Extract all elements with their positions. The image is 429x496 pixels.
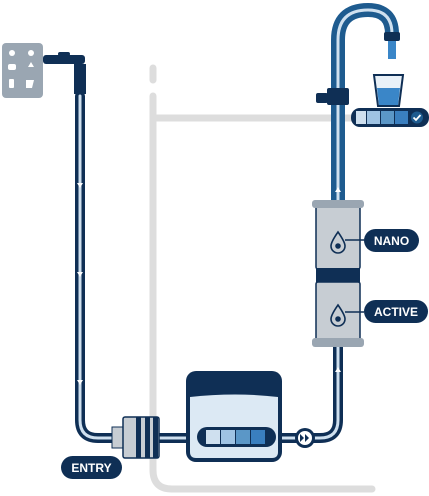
tank-level-indicator <box>197 427 276 447</box>
source-panel-glyphs <box>8 50 34 88</box>
active-filter <box>315 281 361 346</box>
active-label: ACTIVE <box>364 300 428 323</box>
nano-label-text: NANO <box>374 234 409 248</box>
check-icon <box>411 111 423 124</box>
flow-arrows <box>77 183 341 385</box>
water-source-panel <box>2 43 43 98</box>
faucet-icon <box>43 52 86 94</box>
background-pipes <box>149 64 376 493</box>
drop-icon <box>330 303 346 327</box>
main-pipes <box>75 3 399 443</box>
filter-divider <box>316 268 360 283</box>
source-panel-icon <box>2 43 43 98</box>
flow-arrow-icon <box>335 187 341 192</box>
flow-arrow-icon <box>77 183 83 188</box>
active-label-text: ACTIVE <box>374 305 418 319</box>
valve-icon <box>316 88 349 105</box>
filter-cartridge <box>312 200 364 347</box>
gray-pipe-main <box>149 92 376 493</box>
filter-tank <box>186 371 282 462</box>
flow-arrow-icon <box>77 272 83 277</box>
fast-forward-icon <box>295 428 315 448</box>
drop-icon <box>330 230 346 254</box>
flow-arrow-icon <box>77 380 83 385</box>
nano-filter <box>315 202 361 270</box>
output-flow-indicator <box>351 108 429 127</box>
entry-connector <box>111 416 160 459</box>
tap-outlet <box>372 32 405 107</box>
entry-label: ENTRY <box>61 456 122 479</box>
entry-label-text: ENTRY <box>71 461 111 475</box>
nano-label: NANO <box>364 229 419 252</box>
flow-arrow-icon <box>335 367 341 372</box>
